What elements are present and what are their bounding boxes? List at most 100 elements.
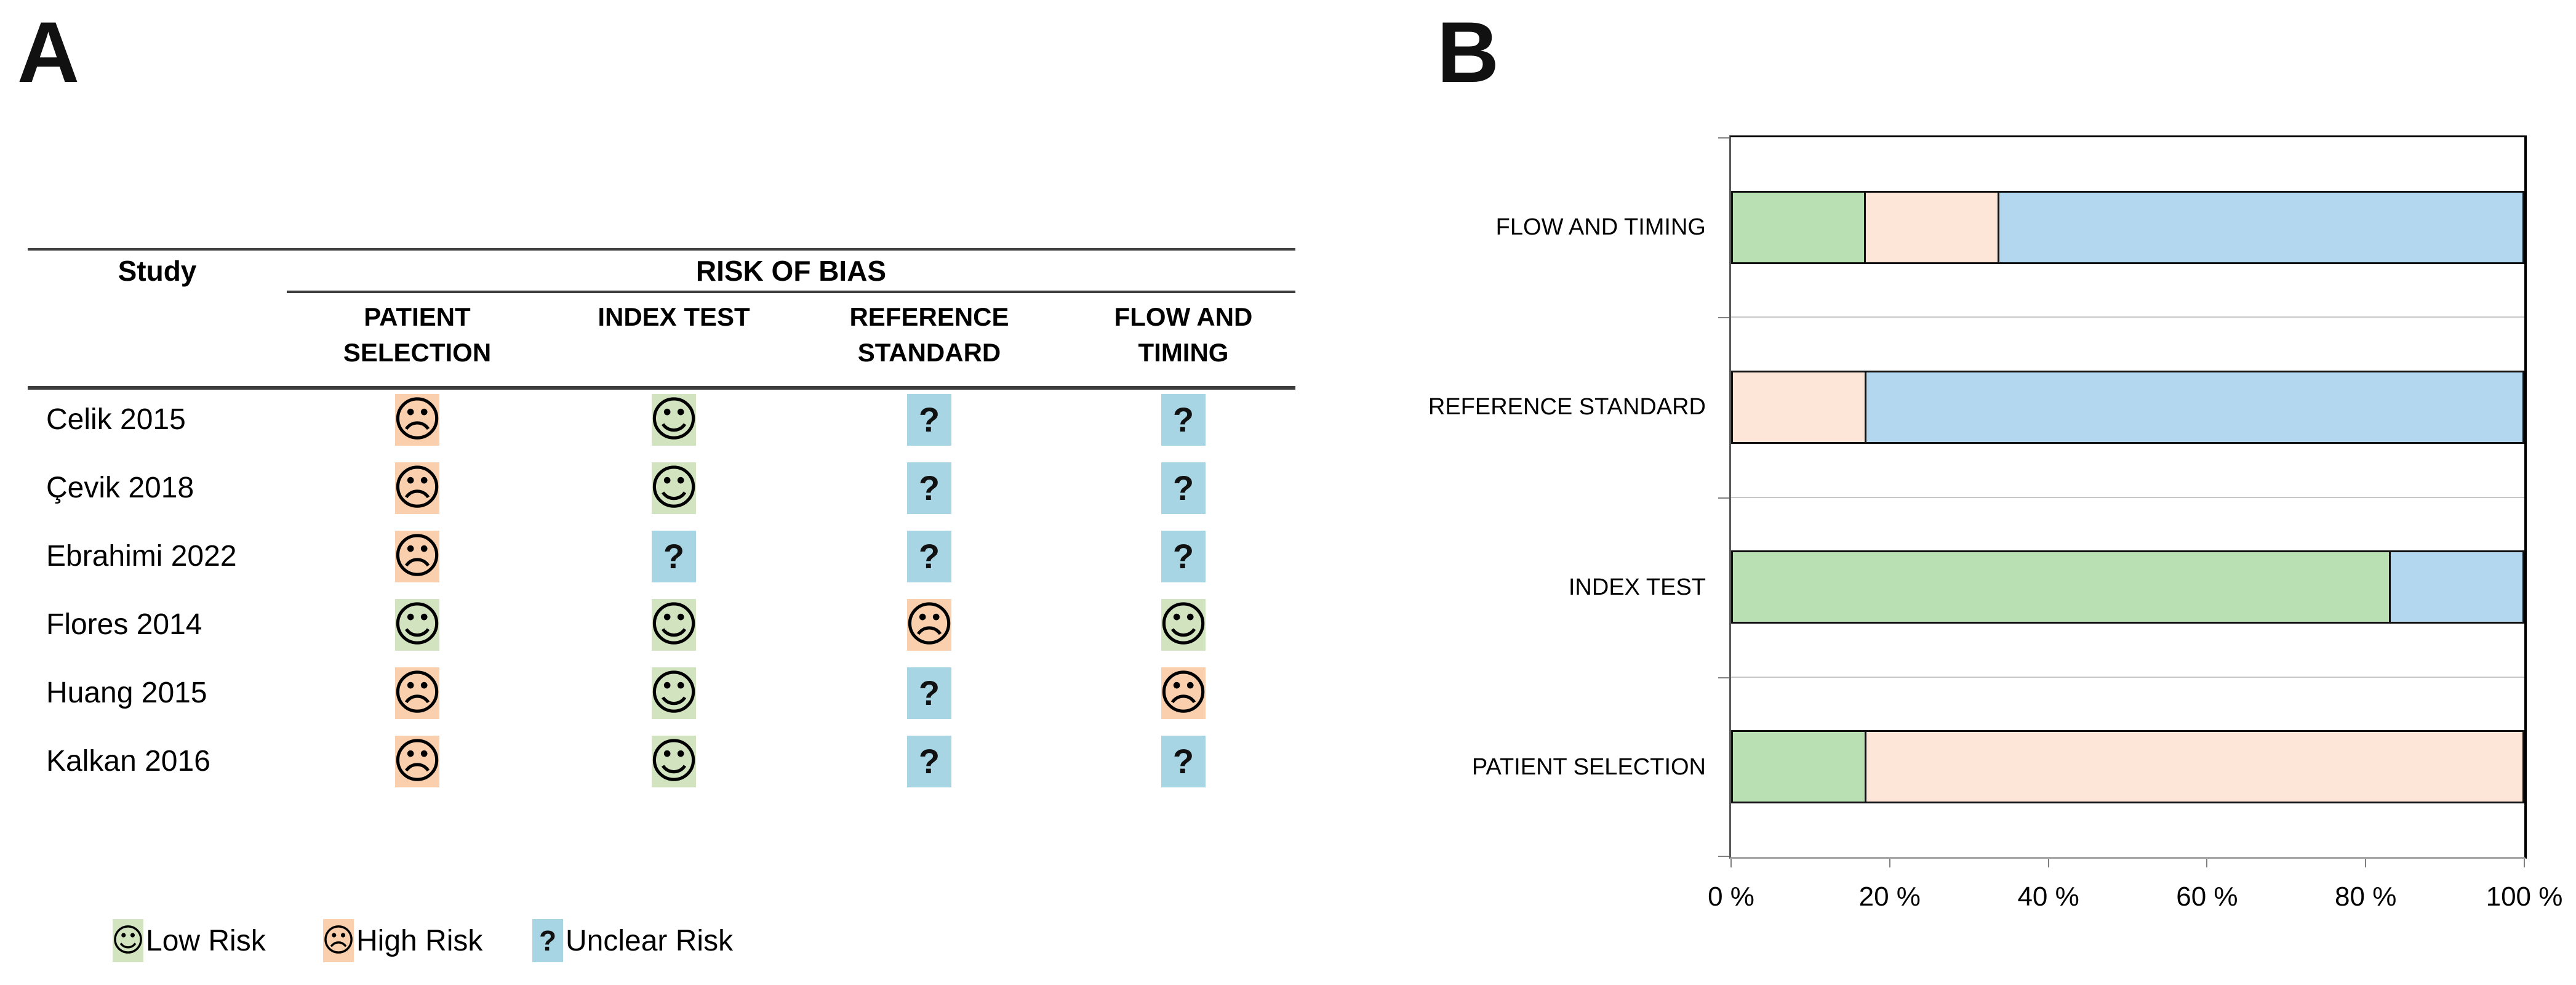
risk-cell-low: ☺ <box>649 460 699 516</box>
frowny-face-icon: ☹ <box>392 392 442 448</box>
question-mark-icon: ? <box>1172 537 1194 576</box>
segment-low-risk-flow-and-timing <box>1733 192 1865 262</box>
risk-of-bias-group-header: RISK OF BIAS <box>695 255 887 287</box>
risk-cell-unclear: ? <box>1161 462 1206 514</box>
x-axis-tick <box>2047 859 2049 867</box>
category-label-flow-and-timing: FLOW AND TIMING <box>1495 214 1706 241</box>
column-header-patient-selection: PATIENT SELECTION <box>343 302 492 367</box>
segment-unclear-risk-index-test <box>2389 552 2522 622</box>
legend-item-low-risk: ☺ Low Risk <box>111 919 266 962</box>
study-label: Çevik 2018 <box>46 472 194 504</box>
risk-cell-high: ☹ <box>392 460 442 516</box>
question-mark-icon: ? <box>1172 742 1194 781</box>
category-separator-gridline <box>1731 316 2524 318</box>
y-axis-tick <box>1718 317 1729 319</box>
x-axis-tick <box>1889 859 1890 867</box>
y-axis-tick <box>1718 497 1729 499</box>
frowny-face-icon: ☹ <box>1158 665 1209 721</box>
x-axis-label-20-: 20 % <box>1858 882 1921 912</box>
question-mark-icon: ? <box>538 925 557 957</box>
header-body-rule <box>28 386 1295 390</box>
column-header-flow-and-timing: FLOW AND TIMING <box>1114 302 1253 367</box>
column-header-index-test: INDEX TEST <box>598 302 750 331</box>
y-axis-tick <box>1718 677 1729 678</box>
risk-cell-low: ☺ <box>1158 599 1209 651</box>
segment-high-risk-patient-selection <box>1864 732 2522 802</box>
segment-low-risk-index-test <box>1733 552 2390 622</box>
legend-label-low: Low Risk <box>146 924 266 957</box>
y-axis-tick <box>1718 856 1729 857</box>
risk-cell-low: ☺ <box>649 736 699 787</box>
x-axis-tick <box>2365 859 2367 867</box>
risk-cell-high: ☹ <box>1158 665 1209 721</box>
segment-unclear-risk-flow-and-timing <box>1997 192 2523 262</box>
category-label-patient-selection: PATIENT SELECTION <box>1471 754 1706 780</box>
study-column-header: Study <box>118 255 197 287</box>
segment-high-risk-flow-and-timing <box>1864 192 1998 262</box>
x-axis-label-80-: 80 % <box>2335 882 2397 912</box>
smiley-face-icon: ☺ <box>649 460 699 516</box>
risk-cell-high: ☹ <box>392 529 442 584</box>
category-separator-gridline <box>1731 676 2524 678</box>
risk-cell-unclear: ? <box>907 531 951 582</box>
legend-swatch-low: ☺ <box>111 919 145 962</box>
question-mark-icon: ? <box>1172 468 1194 507</box>
smiley-face-icon: ☺ <box>111 922 145 959</box>
panel-b-letter: B <box>1437 4 1500 100</box>
bar-index-test <box>1731 550 2524 624</box>
risk-cell-unclear: ? <box>652 531 696 582</box>
x-axis-label-40-: 40 % <box>2017 882 2079 912</box>
category-separator-gridline <box>1731 496 2524 498</box>
risk-cell-high: ☹ <box>392 734 442 789</box>
study-label: Kalkan 2016 <box>46 745 210 778</box>
frowny-face-icon: ☹ <box>392 665 442 721</box>
risk-cell-high: ☹ <box>392 392 442 448</box>
risk-cell-unclear: ? <box>907 462 951 514</box>
x-axis-label-100-: 100 % <box>2486 882 2563 912</box>
segment-unclear-risk-reference-standard <box>1864 372 2522 442</box>
y-axis-tick <box>1718 137 1729 139</box>
risk-cell-unclear: ? <box>907 667 951 719</box>
question-mark-icon: ? <box>918 468 940 507</box>
bar-patient-selection <box>1731 730 2524 804</box>
risk-cell-unclear: ? <box>1161 736 1206 787</box>
table-top-rule <box>28 248 1295 251</box>
smiley-face-icon: ☺ <box>649 392 699 448</box>
frowny-face-icon: ☹ <box>392 460 442 516</box>
legend-item-high-risk: ☹ High Risk <box>322 919 483 962</box>
question-mark-icon: ? <box>918 400 940 439</box>
risk-cell-high: ☹ <box>904 599 954 651</box>
group-header-rule <box>287 291 1295 293</box>
category-label-reference-standard: REFERENCE STANDARD <box>1428 394 1706 420</box>
study-label: Celik 2015 <box>46 403 186 436</box>
legend-swatch-high: ☹ <box>322 919 355 962</box>
x-axis-tick <box>2206 859 2208 867</box>
frowny-face-icon: ☹ <box>392 734 442 789</box>
smiley-face-icon: ☺ <box>392 597 442 653</box>
frowny-face-icon: ☹ <box>392 529 442 584</box>
risk-cell-low: ☺ <box>649 392 699 448</box>
risk-cell-unclear: ? <box>907 736 951 787</box>
smiley-face-icon: ☺ <box>649 665 699 721</box>
legend-swatch-unclear: ? <box>532 919 563 962</box>
question-mark-icon: ? <box>663 537 685 576</box>
risk-cell-high: ☹ <box>392 665 442 721</box>
legend-label-high: High Risk <box>356 924 483 957</box>
risk-cell-unclear: ? <box>907 394 951 446</box>
question-mark-icon: ? <box>918 537 940 576</box>
x-axis-tick <box>2524 859 2525 867</box>
segment-high-risk-reference-standard <box>1733 372 1865 442</box>
risk-cell-low: ☺ <box>649 597 699 653</box>
column-header-reference-standard: REFERENCE STANDARD <box>849 302 1009 367</box>
risk-cell-unclear: ? <box>1161 531 1206 582</box>
legend-label-unclear: Unclear Risk <box>566 924 734 957</box>
bar-reference-standard <box>1731 370 2524 444</box>
panel-a-letter: A <box>17 4 80 100</box>
plot-area <box>1718 135 2527 859</box>
x-axis-label-60-: 60 % <box>2176 882 2238 912</box>
x-axis-tick <box>1730 859 1732 867</box>
legend-item-unclear-risk: ? Unclear Risk <box>532 919 733 962</box>
smiley-face-icon: ☺ <box>649 597 699 653</box>
risk-cell-low: ☺ <box>649 665 699 721</box>
